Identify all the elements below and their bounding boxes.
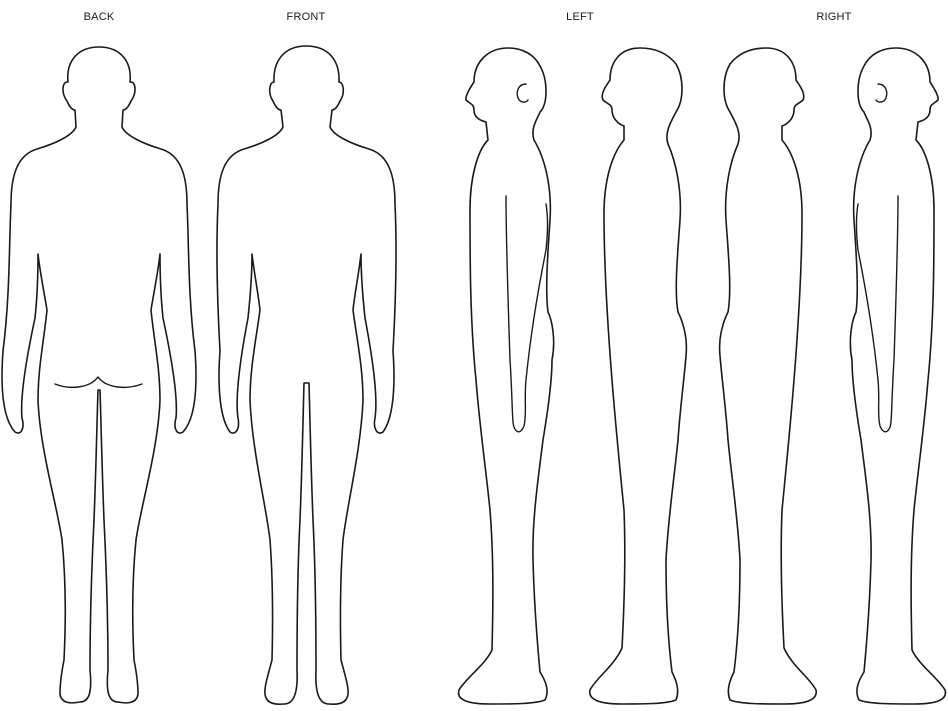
figure-back-outline [2,47,196,703]
figure-back [2,47,196,703]
figure-right-rear [720,48,817,704]
figure-left-rear [590,48,687,704]
figure-left-outline [459,48,554,704]
figure-right-rear-outline [720,48,817,704]
figure-right [850,48,945,704]
figure-left [459,48,554,704]
figure-front-outline [217,46,396,704]
figure-right-outline [850,48,945,704]
figure-front [217,46,396,704]
figure-left-rear-outline [590,48,687,704]
